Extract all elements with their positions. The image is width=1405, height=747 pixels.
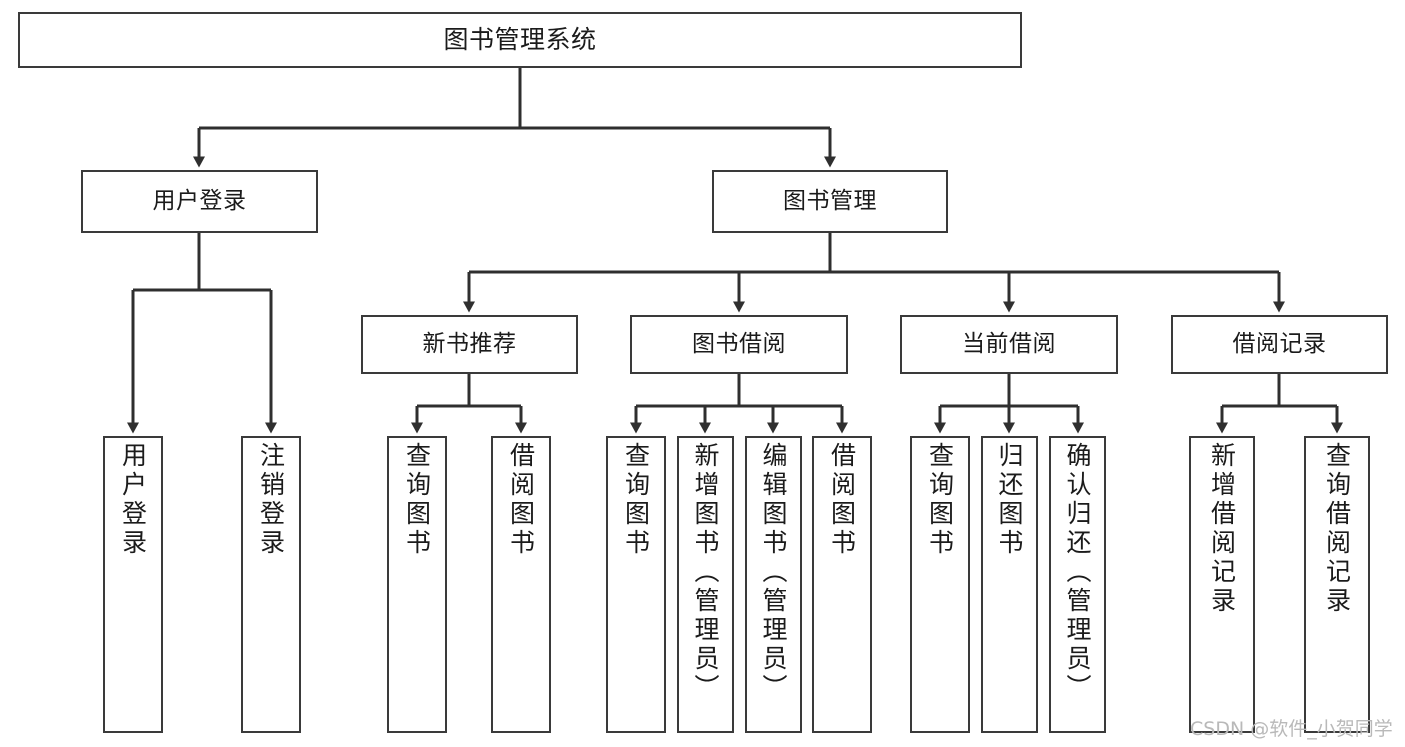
- node-leaf-query-book-current[interactable]: 查询图书: [910, 436, 970, 733]
- node-leaf-query-book-borrow[interactable]: 查询图书: [606, 436, 666, 733]
- node-label: 查询借阅记录: [1322, 442, 1352, 616]
- node-label: 图书管理: [783, 187, 877, 214]
- node-label: 当前借阅: [962, 330, 1056, 357]
- node-label: 新增借阅记录: [1207, 442, 1237, 616]
- node-label: 借阅图书: [827, 442, 857, 558]
- node-label: 图书管理系统: [443, 25, 597, 55]
- node-book-management[interactable]: 图书管理: [712, 170, 948, 233]
- node-label: 借阅记录: [1232, 330, 1327, 357]
- node-label: 新增图书（管理员）: [691, 442, 720, 703]
- node-leaf-return-book[interactable]: 归还图书: [981, 436, 1038, 733]
- node-label: 借阅图书: [506, 442, 536, 558]
- node-label: 查询图书: [925, 442, 955, 558]
- node-leaf-query-borrow-record[interactable]: 查询借阅记录: [1304, 436, 1370, 733]
- node-label: 注销登录: [256, 442, 286, 558]
- node-label: 新书推荐: [422, 330, 517, 357]
- node-label: 用户登录: [152, 187, 247, 214]
- node-leaf-user-login[interactable]: 用户登录: [103, 436, 163, 733]
- node-leaf-add-book-admin[interactable]: 新增图书（管理员）: [677, 436, 734, 733]
- node-book-borrow[interactable]: 图书借阅: [630, 315, 848, 374]
- node-leaf-confirm-return-admin[interactable]: 确认归还（管理员）: [1049, 436, 1106, 733]
- node-leaf-borrow-book-recommend[interactable]: 借阅图书: [491, 436, 551, 733]
- node-label: 用户登录: [118, 442, 148, 558]
- node-borrow-record[interactable]: 借阅记录: [1171, 315, 1388, 374]
- node-label: 归还图书: [995, 442, 1024, 558]
- node-label: 编辑图书（管理员）: [759, 442, 788, 703]
- csdn-watermark: CSDN @软件_小贺同学: [1190, 718, 1393, 740]
- node-label: 确认归还（管理员）: [1063, 442, 1092, 703]
- node-user-login[interactable]: 用户登录: [81, 170, 318, 233]
- node-leaf-logout[interactable]: 注销登录: [241, 436, 301, 733]
- node-leaf-query-book-recommend[interactable]: 查询图书: [387, 436, 447, 733]
- node-label: 查询图书: [621, 442, 651, 558]
- node-root-book-management-system[interactable]: 图书管理系统: [18, 12, 1022, 68]
- node-current-borrow[interactable]: 当前借阅: [900, 315, 1118, 374]
- node-label: 查询图书: [402, 442, 432, 558]
- node-new-book-recommend[interactable]: 新书推荐: [361, 315, 578, 374]
- node-leaf-borrow-book[interactable]: 借阅图书: [812, 436, 872, 733]
- node-leaf-edit-book-admin[interactable]: 编辑图书（管理员）: [745, 436, 802, 733]
- node-label: 图书借阅: [692, 330, 786, 357]
- node-leaf-add-borrow-record[interactable]: 新增借阅记录: [1189, 436, 1255, 733]
